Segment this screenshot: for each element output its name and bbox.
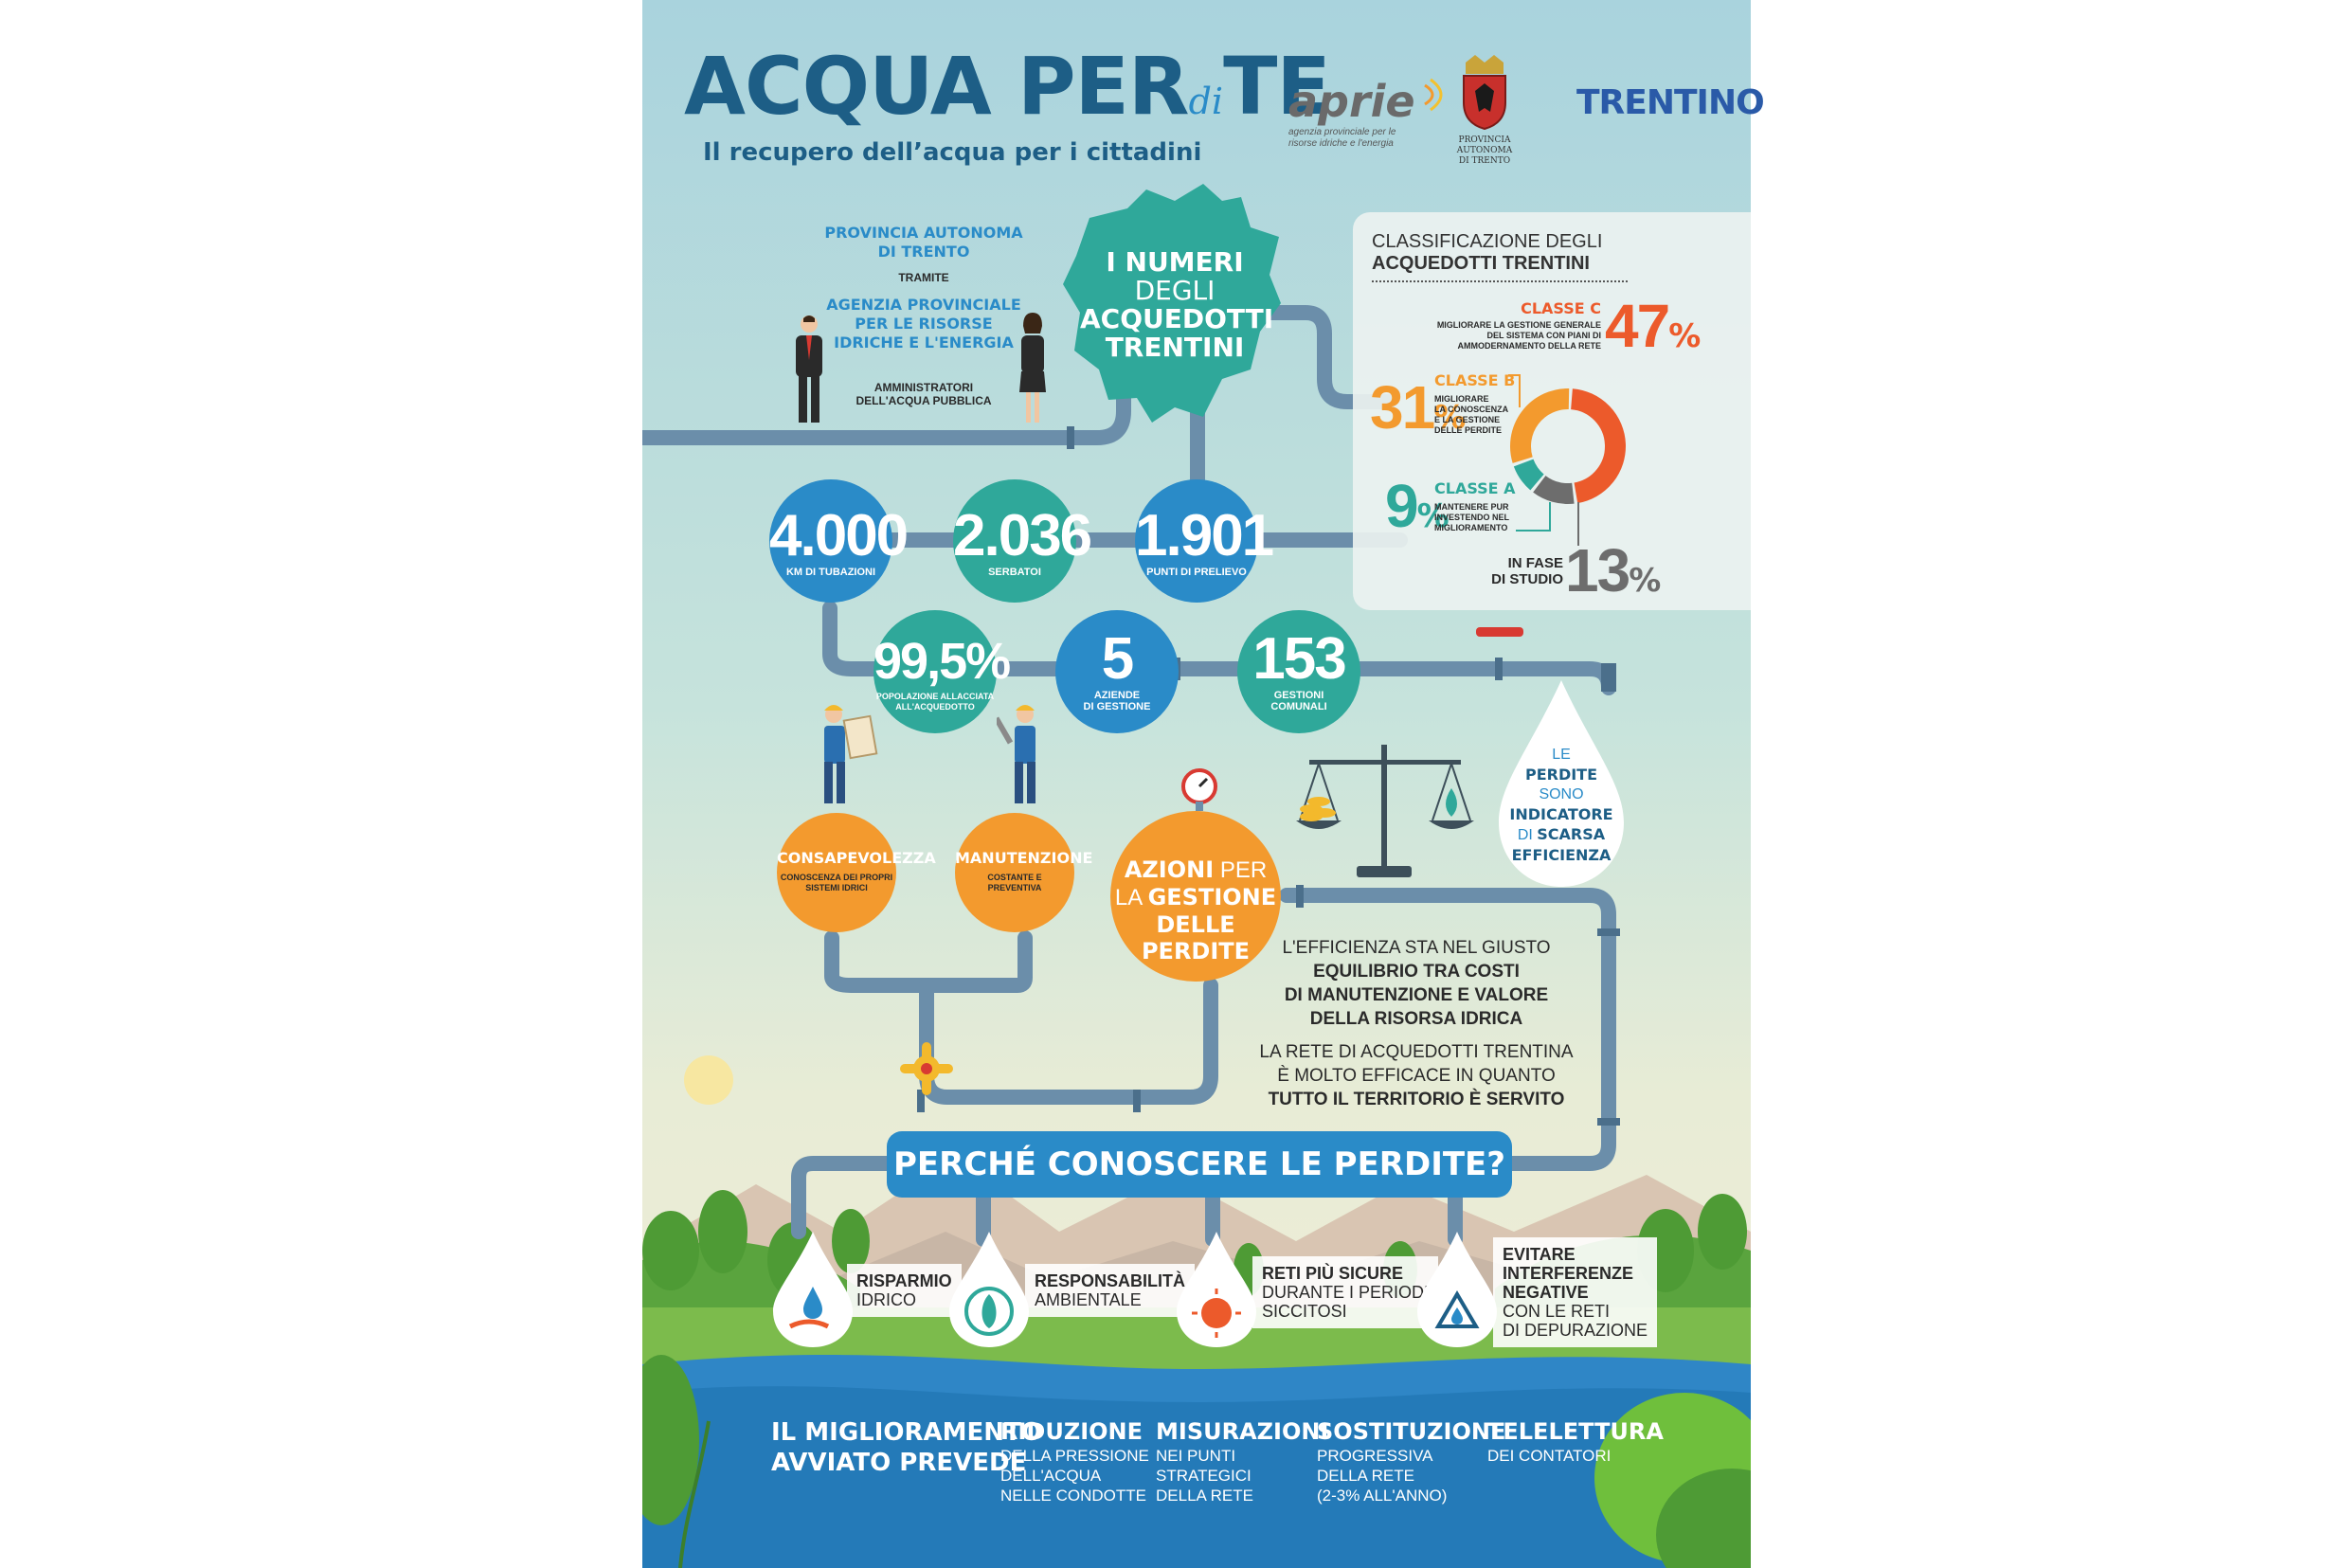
classification-donut — [1510, 388, 1626, 504]
valve-icon — [900, 1042, 953, 1095]
improvement-telelettura: TELELETTURA DEI CONTATORI — [1487, 1418, 1664, 1465]
improvement-heading: IL MIGLIORAMENTO AVVIATO PREVEDE — [771, 1418, 1042, 1477]
donut-slice — [1513, 459, 1545, 491]
environment-drop — [949, 1232, 1029, 1347]
stat-km-tubazioni: 4.000 KM DI TUBAZIONI — [769, 479, 909, 603]
azioni-circle: AZIONI PER LA GESTIONE DELLE PERDITE — [1110, 811, 1281, 982]
studio-percent: 13% — [1565, 536, 1662, 604]
hand-icon — [788, 1319, 830, 1329]
sun-drought-icon — [1201, 1298, 1232, 1328]
classe-c-percent: 47% — [1605, 292, 1702, 360]
why-risparmio: RISPARMIO IDRICO — [847, 1264, 962, 1317]
stat-serbatoi: 2.036 SERBATOI — [953, 479, 1092, 603]
water-drop-icon — [803, 1287, 822, 1319]
businessman-icon — [796, 315, 822, 423]
title-small: di — [1188, 81, 1224, 122]
balance-scale-icon — [1296, 745, 1474, 877]
classe-c-label: CLASSE C — [1521, 299, 1601, 317]
stat-aziende: 5 AZIENDE DI GESTIONE — [1055, 610, 1179, 733]
classe-b-label: CLASSE B — [1434, 371, 1516, 389]
recycle-icon — [1434, 1290, 1480, 1328]
perdite-drop-icon — [1499, 680, 1624, 887]
why-interferenze: EVITARE INTERFERENZE NEGATIVE CON LE RET… — [1493, 1237, 1658, 1347]
why-reti-sicure: RETI PIÙ SICURE DURANTE I PERIODI SICCIT… — [1252, 1256, 1439, 1328]
why-responsabilita: RESPONSABILITÀ AMBIENTALE — [1025, 1264, 1196, 1317]
trentino-logo: TRENTINO — [1576, 83, 1765, 122]
manutenzione-circle: MANUTENZIONE COSTANTE E PREVENTIVA — [955, 813, 1092, 932]
improvement-sostituzione: SOSTITUZIONE PROGRESSIVA DELLA RETE (2-3… — [1317, 1418, 1506, 1505]
classe-a-percent: 9% — [1385, 472, 1450, 540]
water-saving-drop — [773, 1232, 853, 1347]
stat-popolazione: 99,5% POPOLAZIONE ALLACCIATA ALL'ACQUEDO… — [873, 610, 1011, 733]
why-banner: PERCHÉ CONOSCERE LE PERDITE? — [887, 1131, 1512, 1198]
worker-blueprint-icon — [824, 705, 878, 803]
valve-handle-icon — [1476, 627, 1523, 637]
title-part1: ACQUA PER — [684, 40, 1190, 133]
perdite-drop-text: LE PERDITE SONO INDICATORE DI SCARSA EFF… — [1509, 747, 1613, 864]
classe-b-percent: 31% — [1370, 373, 1467, 442]
provincia-logo: PROVINCIA AUTONOMA DI TRENTO — [1432, 53, 1537, 167]
donut-connectors — [1508, 374, 1579, 546]
signal-icon — [1424, 78, 1443, 112]
leaf-icon — [981, 1294, 997, 1328]
drought-drop — [1177, 1232, 1256, 1347]
classe-a-label: CLASSE A — [1434, 479, 1516, 497]
donut-slice — [1570, 388, 1626, 504]
stat-punti-prelievo: 1.901 PUNTI DI PRELIEVO — [1135, 479, 1274, 603]
title-divider — [1372, 280, 1628, 282]
page-subtitle: Il recupero dell’acqua per i cittadini — [703, 138, 1202, 167]
admin-via: TRAMITE — [898, 271, 949, 284]
donut-slice — [1533, 475, 1575, 504]
sun-icon — [684, 1055, 733, 1105]
worker-wrench-icon — [997, 705, 1035, 803]
network-text: LA RETE DI ACQUEDOTTI TRENTINA È MOLTO E… — [1259, 1042, 1574, 1109]
classification-title: CLASSIFICAZIONE DEGLI ACQUEDOTTI TRENTIN… — [1372, 231, 1603, 274]
trentino-map-icon — [1063, 184, 1281, 423]
map-title: I NUMERI DEGLI ACQUEDOTTI TRENTINI — [1080, 246, 1274, 363]
improvement-riduzione: RIDUZIONE DELLA PRESSIONE DELL'ACQUA NEL… — [1000, 1418, 1149, 1505]
pipe-network — [642, 305, 1620, 1247]
donut-slice — [1510, 388, 1570, 463]
pressure-gauge-icon — [1181, 768, 1217, 811]
efficiency-text: L'EFFICIENZA STA NEL GIUSTO EQUILIBRIO T… — [1282, 938, 1551, 1029]
coat-of-arms-icon — [1463, 55, 1506, 131]
title-part2: TE — [1223, 40, 1331, 133]
businesswoman-icon — [1019, 313, 1046, 423]
improvement-misurazioni: MISURAZIONI NEI PUNTI STRATEGICI DELLA R… — [1156, 1418, 1329, 1505]
aprie-logo: aprie agenzia provinciale per le risorse… — [1288, 76, 1448, 150]
recycle-drop — [1417, 1232, 1497, 1347]
consapevolezza-circle: CONSAPEVOLEZZA CONOSCENZA DEI PROPRI SIS… — [777, 813, 936, 932]
stat-gestioni: 153 GESTIONI COMUNALI — [1237, 610, 1360, 733]
page-title: ACQUA PERdiTE — [684, 40, 1331, 133]
